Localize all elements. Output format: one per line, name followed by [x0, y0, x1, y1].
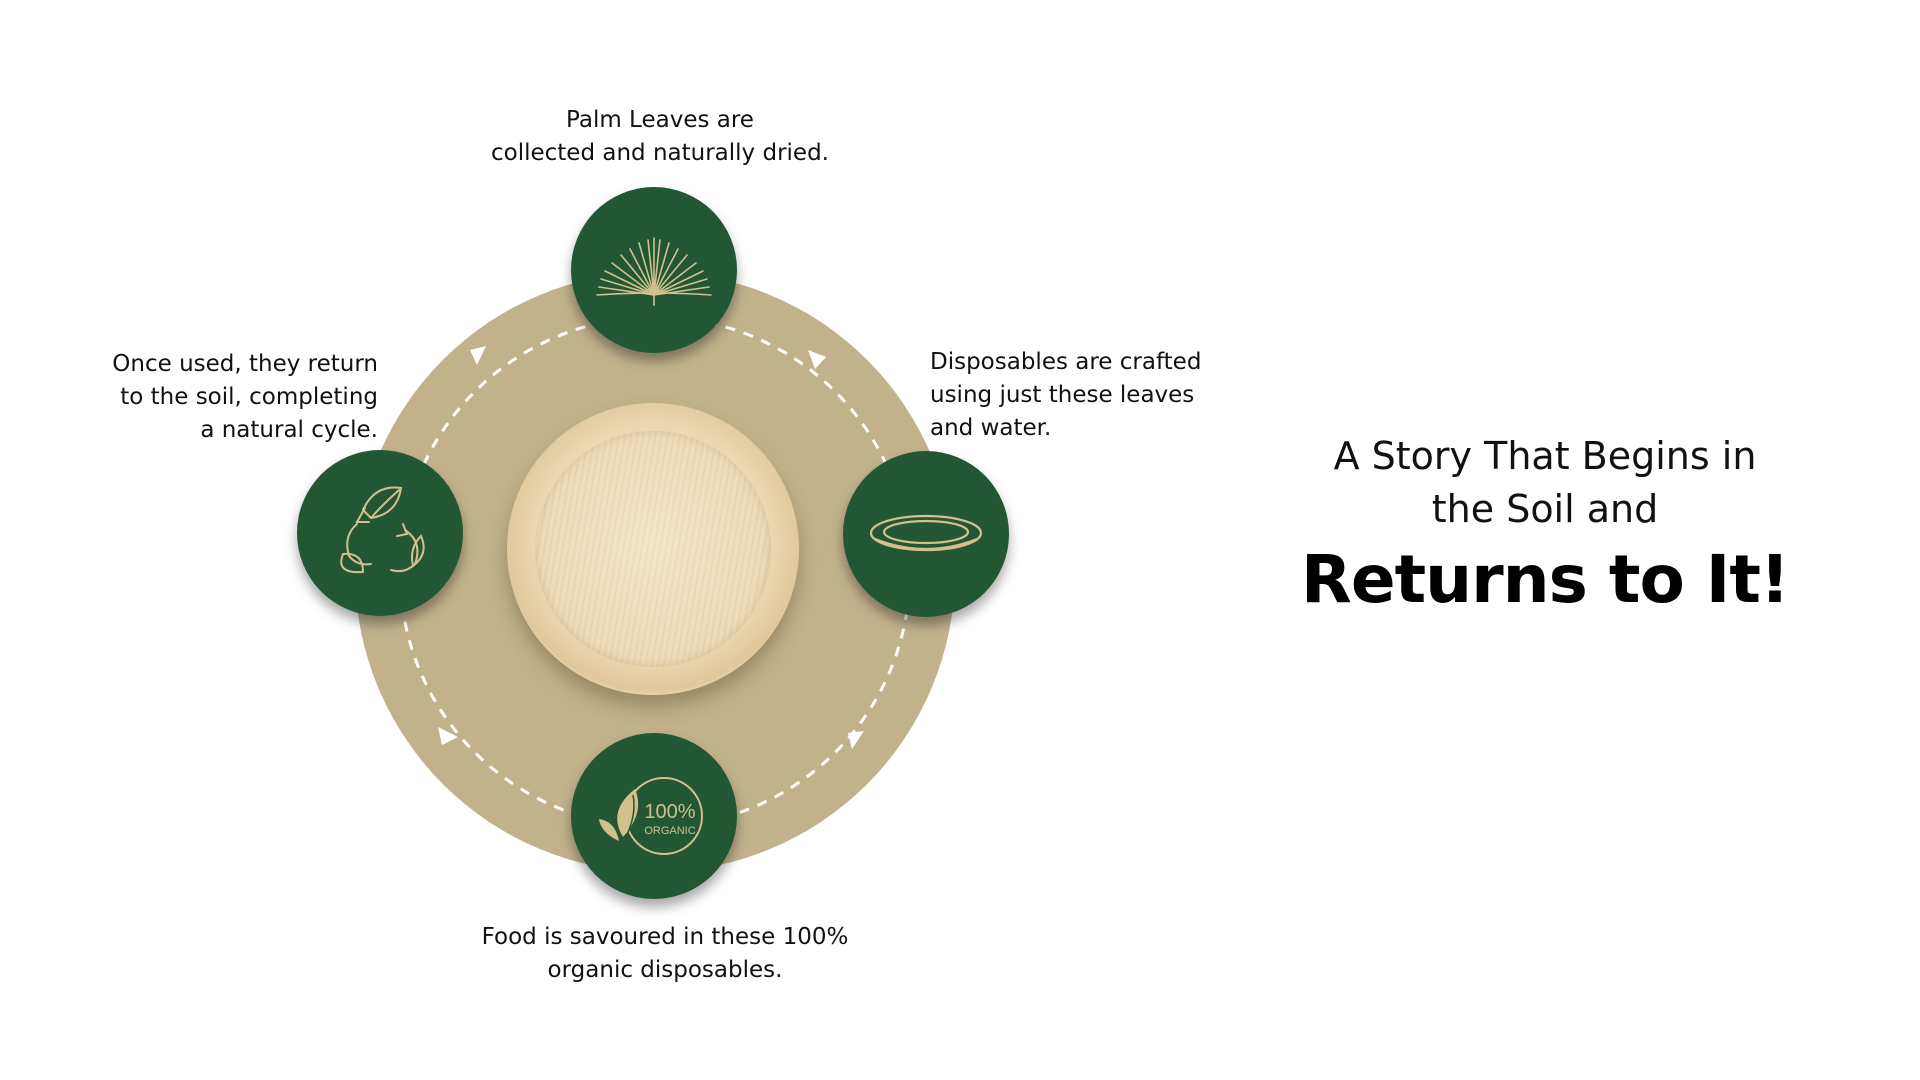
step-node-craft [843, 451, 1009, 617]
step-node-savour: 100% ORGANIC [571, 733, 737, 899]
recycle-leaves-icon [340, 486, 425, 574]
organic-badge-icon: 100% ORGANIC [599, 777, 703, 855]
palm-leaf-icon [596, 237, 712, 306]
step-node-collect [571, 187, 737, 353]
step-label-return: Once used, they return to the soil, comp… [112, 351, 378, 443]
arrow-head-top-right [808, 350, 826, 369]
step-node-return [297, 450, 463, 616]
headline-line-2: the Soil and [1431, 487, 1659, 531]
headline-emphasis: Returns to It! [1301, 541, 1790, 618]
step-label-collect: Palm Leaves are collected and naturally … [491, 107, 829, 166]
plate-icon [869, 514, 983, 552]
headline-line-1: A Story That Begins in [1333, 434, 1757, 478]
organic-badge-percent: 100% [644, 801, 695, 823]
step-label-savour: Food is savoured in these 100% organic d… [481, 924, 849, 983]
arrow-head-top-left [470, 346, 486, 365]
organic-badge-word: ORGANIC [644, 825, 695, 837]
step-label-craft: Disposables are crafted using just these… [930, 349, 1202, 441]
arrow-head-bottom-left [438, 727, 458, 745]
headline: A Story That Begins in the Soil and Retu… [1275, 430, 1815, 624]
arrow-head-bottom-right [848, 731, 864, 749]
cycle-diagram: 100% ORGANIC Palm Leaves are collected a… [112, 107, 1202, 983]
palm-leaf-plate-image [507, 403, 799, 695]
